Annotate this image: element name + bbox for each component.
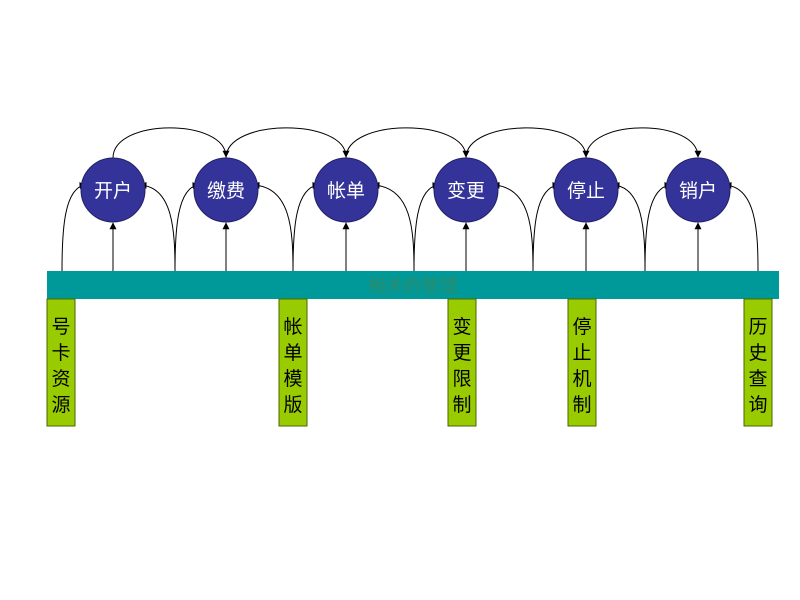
process-node-circle bbox=[193, 157, 259, 223]
resource-tag-suspend-mechanism: 停止机制 bbox=[567, 298, 597, 427]
resource-tag-label: 号卡资源 bbox=[51, 316, 70, 416]
process-node-open: 开户 bbox=[80, 157, 146, 223]
bar-curve-to-close-right bbox=[724, 181, 759, 272]
resource-tag-number-card-resources: 号卡资源 bbox=[46, 298, 76, 427]
process-node-label: 开户 bbox=[94, 180, 132, 202]
connector-layer bbox=[61, 127, 759, 272]
flow-arrow-pay-to-bill bbox=[225, 127, 350, 159]
process-node-label: 缴费 bbox=[207, 180, 245, 202]
bar-curve-to-open-left bbox=[61, 182, 87, 272]
bar-curve-to-bill-right bbox=[372, 181, 415, 272]
bar-curve-to-open-right bbox=[139, 181, 176, 272]
flow-arrow-suspend-to-close bbox=[585, 127, 702, 159]
process-node-label: 销户 bbox=[679, 180, 717, 202]
resource-tag-bill-template: 帐单模版 bbox=[278, 298, 308, 427]
resource-tag-label: 历史查询 bbox=[748, 316, 767, 416]
process-node-label: 停止 bbox=[567, 180, 605, 202]
process-node-layer: 开户 缴费 帐单 变更 停止 销户 bbox=[80, 157, 731, 223]
resource-tag-rect bbox=[46, 298, 76, 427]
process-node-close: 销户 bbox=[665, 157, 731, 223]
resource-tag-history-query: 历史查询 bbox=[743, 298, 773, 427]
process-node-circle bbox=[313, 157, 379, 223]
resource-tag-rect bbox=[567, 298, 597, 427]
bar-curve-to-suspend-right bbox=[612, 181, 646, 272]
flow-arrow-bill-to-change bbox=[345, 127, 470, 159]
resource-tag-label: 停止机制 bbox=[572, 316, 591, 416]
management-bar-rect bbox=[47, 271, 779, 299]
process-node-label: 帐单 bbox=[327, 180, 365, 202]
flow-arrow-open-to-pay bbox=[112, 127, 230, 159]
process-node-circle bbox=[433, 157, 499, 223]
process-node-suspend: 停止 bbox=[553, 157, 619, 223]
resource-tag-layer: 号卡资源 帐单模版 变更限制 停止机制 历史查询 bbox=[46, 298, 773, 427]
resource-tag-change-limits: 变更限制 bbox=[447, 298, 477, 427]
management-bar-label: 相关的管理 bbox=[368, 276, 458, 297]
bar-curve-to-change-right bbox=[492, 181, 534, 272]
management-bar: 相关的管理 bbox=[47, 271, 779, 299]
process-node-circle bbox=[665, 157, 731, 223]
resource-tag-label: 帐单模版 bbox=[283, 316, 302, 416]
process-node-label: 变更 bbox=[447, 180, 485, 202]
process-node-bill: 帐单 bbox=[313, 157, 379, 223]
process-node-circle bbox=[553, 157, 619, 223]
resource-tag-label: 变更限制 bbox=[452, 316, 471, 416]
process-node-circle bbox=[80, 157, 146, 223]
bar-curve-to-pay-right bbox=[252, 181, 294, 272]
resource-tag-rect bbox=[447, 298, 477, 427]
resource-tag-rect bbox=[743, 298, 773, 427]
process-node-pay: 缴费 bbox=[193, 157, 259, 223]
flow-arrow-change-to-suspend bbox=[465, 127, 590, 159]
process-node-change: 变更 bbox=[433, 157, 499, 223]
resource-tag-rect bbox=[278, 298, 308, 427]
